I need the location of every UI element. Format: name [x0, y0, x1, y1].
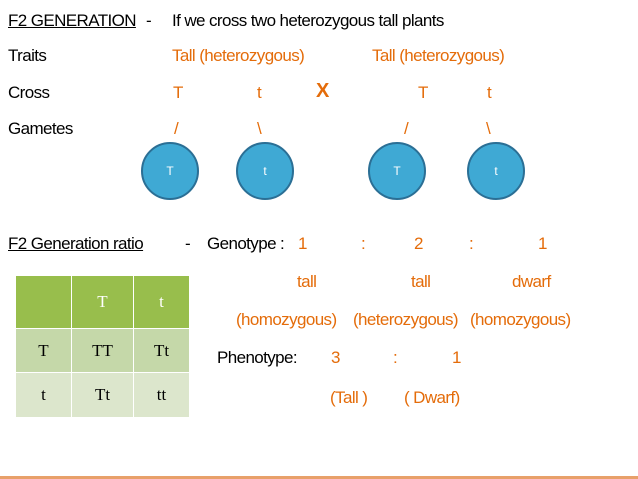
genotype-c1: :	[361, 234, 366, 253]
gametes-s3: /	[404, 119, 409, 138]
gamete-circle: t	[467, 142, 525, 200]
punnett-row: T TT Tt	[15, 328, 190, 373]
phenotype-label: Phenotype:	[217, 348, 298, 367]
phenotype-tall: (Tall )	[330, 388, 368, 407]
cross-p1: T	[173, 83, 183, 102]
gamete-circle: T	[141, 142, 199, 200]
punnett-cell: Tt	[133, 328, 190, 373]
gamete-circle: T	[368, 142, 426, 200]
header-label: F2 GENERATION	[8, 11, 137, 30]
ratio-label: F2 Generation ratio	[8, 234, 144, 253]
gametes-s2: \	[257, 119, 262, 138]
punnett-cell: Tt	[71, 372, 134, 418]
genotype-g1: 1	[298, 234, 307, 253]
traits-right: Tall (heterozygous)	[372, 46, 505, 65]
phenotype-p2: 1	[452, 348, 461, 367]
phenotype-colon: :	[393, 348, 398, 367]
genotype-hetero: (heterozygous)	[353, 310, 459, 329]
traits-label: Traits	[8, 46, 47, 65]
genotype-c2: :	[469, 234, 474, 253]
punnett-row-header: t	[15, 372, 72, 418]
punnett-header-cell: t	[133, 275, 190, 329]
genotype-tall1: tall	[297, 272, 317, 291]
punnett-square: T t T TT Tt t Tt tt	[15, 275, 190, 418]
punnett-header-row: T t	[15, 275, 190, 329]
punnett-cell: tt	[133, 372, 190, 418]
gametes-s1: /	[174, 119, 179, 138]
genotype-dwarf: dwarf	[512, 272, 551, 291]
genotype-tall2: tall	[411, 272, 431, 291]
genotype-homo1: (homozygous)	[236, 310, 337, 329]
header-dash: -	[146, 11, 152, 30]
gametes-s4: \	[486, 119, 491, 138]
punnett-corner	[15, 275, 72, 329]
genotype-g2: 2	[414, 234, 423, 253]
genotype-label: Genotype :	[207, 234, 285, 253]
header-text: If we cross two heterozygous tall plants	[172, 11, 444, 30]
phenotype-p1: 3	[331, 348, 340, 367]
ratio-dash: -	[185, 234, 191, 253]
punnett-row: t Tt tt	[15, 372, 190, 418]
cross-label: Cross	[8, 83, 50, 102]
punnett-cell: TT	[71, 328, 134, 373]
bottom-accent-bar	[0, 476, 638, 479]
punnett-header-cell: T	[71, 275, 134, 329]
traits-left: Tall (heterozygous)	[172, 46, 305, 65]
genotype-g3: 1	[538, 234, 547, 253]
gamete-circle: t	[236, 142, 294, 200]
genotype-homo2: (homozygous)	[470, 310, 571, 329]
cross-p3: T	[418, 83, 428, 102]
cross-p4: t	[487, 83, 492, 102]
cross-x: X	[316, 80, 329, 102]
phenotype-dwarf: ( Dwarf)	[404, 388, 460, 407]
cross-p2: t	[257, 83, 262, 102]
gametes-label: Gametes	[8, 119, 73, 138]
punnett-row-header: T	[15, 328, 72, 373]
